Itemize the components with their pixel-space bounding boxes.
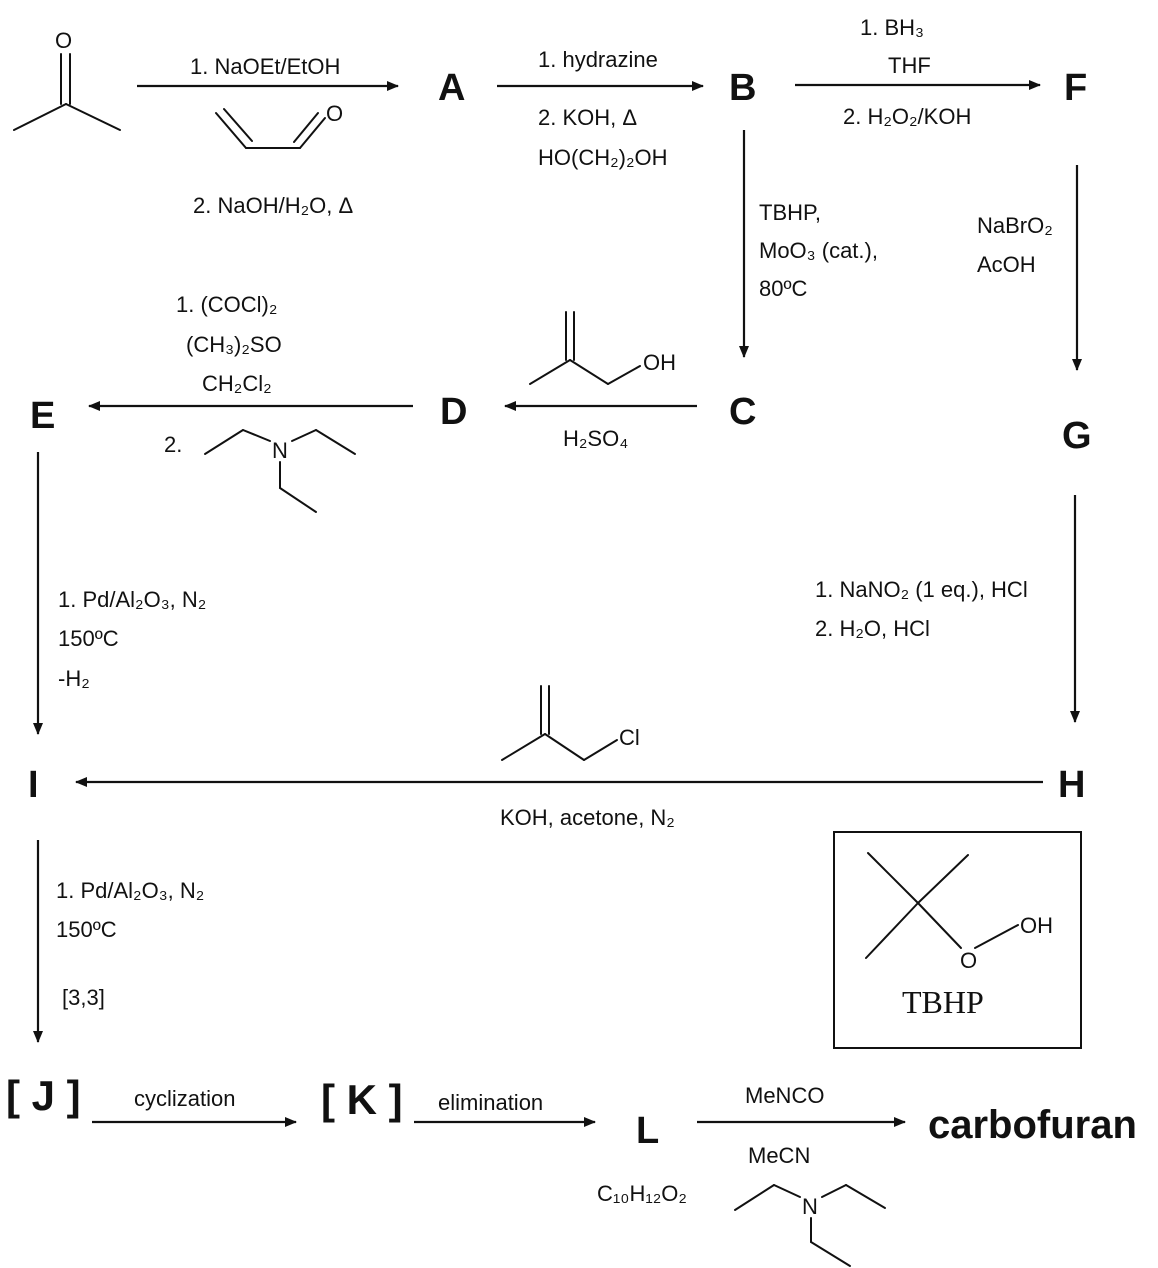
reagent-8-line3: -H₂	[58, 666, 90, 691]
compound-D: D	[440, 391, 467, 433]
reagent-4-line1: TBHP,	[759, 200, 821, 225]
triethylamine-structure-2: N	[734, 1184, 886, 1267]
reagent-9-line2: 2. H₂O, HCl	[815, 616, 930, 641]
reagent-1-line1: 1. NaOEt/EtOH	[190, 54, 340, 79]
reagent-4-line2: MoO₃ (cat.),	[759, 238, 878, 263]
tbhp-OH: OH	[1020, 913, 1053, 938]
reagent-4-line3: 80ºC	[759, 276, 808, 301]
tbhp-oxygen: O	[960, 948, 977, 973]
triethylamine-nitrogen-1: N	[272, 438, 288, 463]
compound-L-formula: C₁₀H₁₂O₂	[597, 1181, 687, 1206]
tbhp-label: TBHP	[902, 984, 984, 1020]
reagent-3-line2: THF	[888, 53, 931, 78]
acrolein-structure: O	[215, 101, 343, 149]
acetone-oxygen: O	[55, 28, 72, 53]
reagent-8-line1: 1. Pd/Al₂O₃, N₂	[58, 587, 206, 612]
compound-F: F	[1064, 67, 1087, 109]
methallyl-chloride-Cl: Cl	[619, 725, 640, 750]
reagent-2-line1: 1. hydrazine	[538, 47, 658, 72]
reagent-11-line2: 150ºC	[56, 917, 117, 942]
reagent-1-line2: 2. NaOH/H₂O, Δ	[193, 193, 353, 218]
reagent-12: cyclization	[134, 1086, 235, 1111]
triethylamine-structure-1: N	[204, 429, 356, 513]
reagent-2-line2: 2. KOH, Δ	[538, 105, 637, 130]
reagent-7-line2: (CH₃)₂SO	[186, 332, 282, 357]
compound-A: A	[438, 67, 465, 109]
compound-L: L	[636, 1110, 659, 1152]
methallyl-alcohol-OH: OH	[643, 350, 676, 375]
reagent-7-line4: 2.	[164, 432, 182, 457]
compound-J: [ J ]	[6, 1072, 81, 1119]
compound-E: E	[30, 395, 55, 437]
reagent-5-line1: NaBrO₂	[977, 213, 1053, 238]
reagent-5-line2: AcOH	[977, 252, 1036, 277]
reagent-8-line2: 150ºC	[58, 626, 119, 651]
reagent-2-line3: HO(CH₂)₂OH	[538, 145, 668, 170]
reagent-9-line1: 1. NaNO₂ (1 eq.), HCl	[815, 577, 1028, 602]
reagent-6-acid: H₂SO₄	[563, 426, 628, 451]
reagent-7-line1: 1. (COCl)₂	[176, 292, 277, 317]
reagent-3-line1: 1. BH₃	[860, 15, 924, 40]
methallyl-chloride-structure: Cl	[501, 685, 640, 761]
acetone-structure: O	[13, 28, 121, 131]
reagent-11-line1: 1. Pd/Al₂O₃, N₂	[56, 878, 204, 903]
compound-K: [ K ]	[321, 1076, 403, 1123]
compound-B: B	[729, 67, 756, 109]
compound-H: H	[1058, 764, 1085, 806]
reagent-11-line3: [3,3]	[62, 985, 105, 1010]
methallyl-alcohol-structure: OH	[529, 311, 676, 385]
reagent-14-line2: MeCN	[748, 1143, 810, 1168]
acrolein-oxygen: O	[326, 101, 343, 126]
reagent-3-line3: 2. H₂O₂/KOH	[843, 104, 971, 129]
compound-G: G	[1062, 415, 1092, 457]
reagent-7-line3: CH₂Cl₂	[202, 371, 272, 396]
triethylamine-nitrogen-2: N	[802, 1194, 818, 1219]
tbhp-box: O OH TBHP	[833, 831, 1082, 1049]
compound-C: C	[729, 391, 756, 433]
reagent-10-line1: KOH, acetone, N₂	[500, 805, 675, 830]
reagent-14-line1: MeNCO	[745, 1083, 824, 1108]
reagent-13: elimination	[438, 1090, 543, 1115]
product-carbofuran: carbofuran	[928, 1103, 1137, 1147]
compound-I: I	[28, 764, 39, 806]
